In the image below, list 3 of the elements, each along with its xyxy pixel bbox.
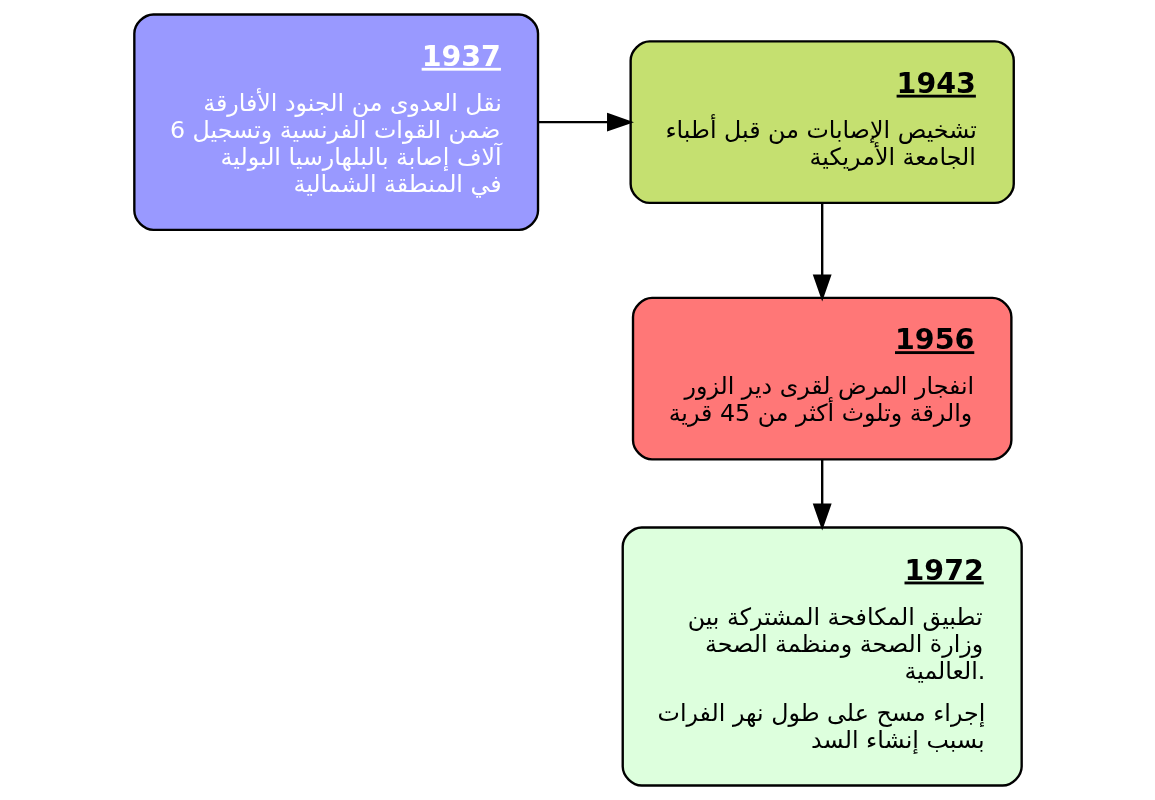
arrow — [812, 459, 832, 531]
arrow — [812, 203, 832, 302]
arrow — [537, 112, 634, 132]
